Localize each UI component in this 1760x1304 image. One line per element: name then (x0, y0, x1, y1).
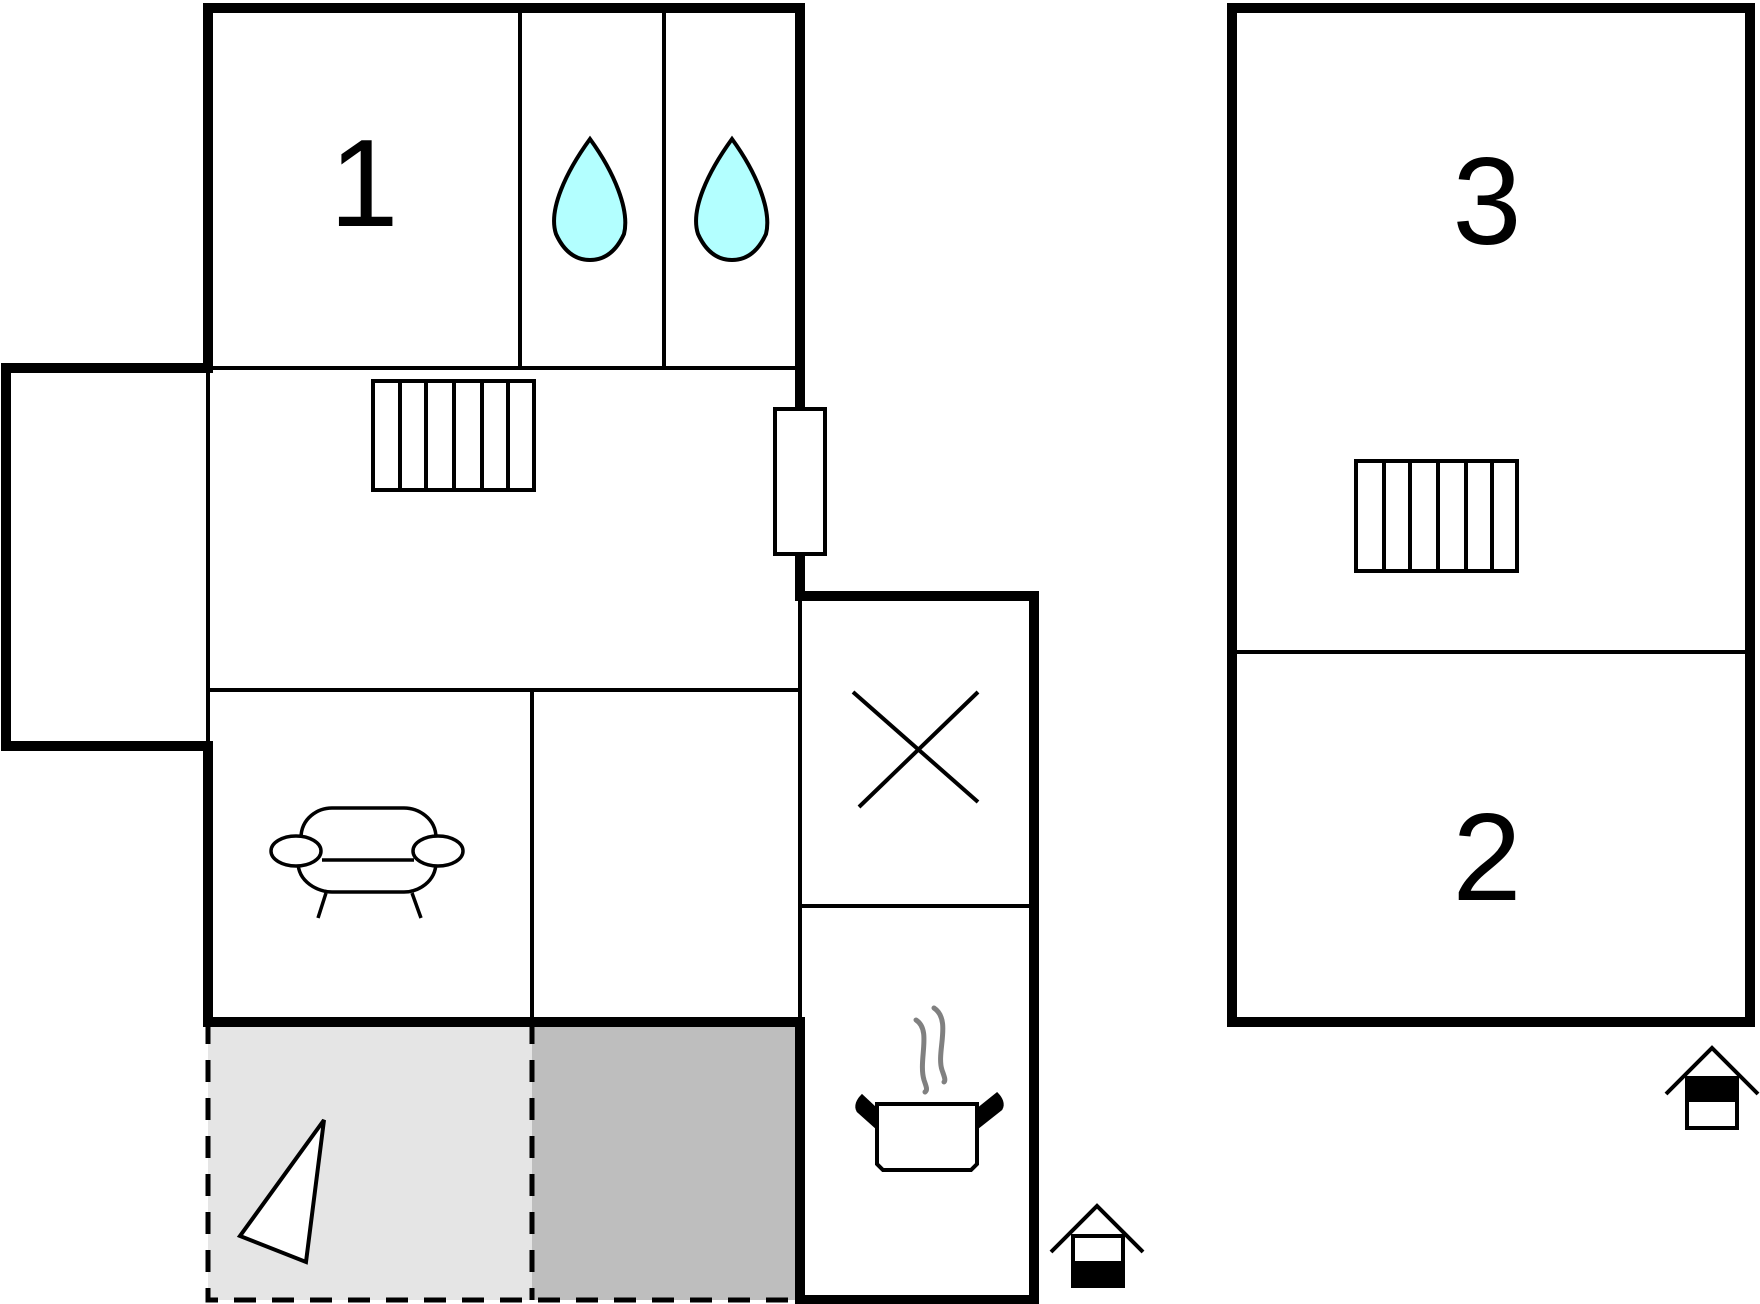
main-outer-wall (1, 3, 805, 1027)
bedroom-label-3: 3 (1453, 133, 1522, 271)
annex-outer-wall (1227, 3, 1755, 1027)
bedroom-label-1: 1 (330, 115, 399, 253)
interior-walls (206, 8, 1034, 1022)
main-building-walls (1, 3, 1039, 1304)
annex-building-walls (1227, 3, 1755, 1027)
sail-icon (236, 1118, 326, 1265)
terrace-dark-area (532, 1022, 800, 1300)
water-drop-icon (552, 135, 628, 263)
bedroom-label-2: 2 (1453, 789, 1522, 927)
cooking-pot-icon (855, 1005, 1004, 1172)
entrance-icon (1049, 1203, 1145, 1288)
sofa-icon (269, 806, 465, 919)
terrace-light-area (208, 1022, 532, 1300)
radiator-icon (1354, 459, 1519, 573)
terrace (205, 1022, 800, 1303)
window (773, 407, 827, 556)
entrance-icon (1664, 1045, 1760, 1130)
water-drop-icon (694, 135, 770, 263)
terrace-dashed-border (205, 1022, 800, 1303)
radiator-icon (371, 379, 536, 492)
cross-icon (851, 690, 980, 809)
